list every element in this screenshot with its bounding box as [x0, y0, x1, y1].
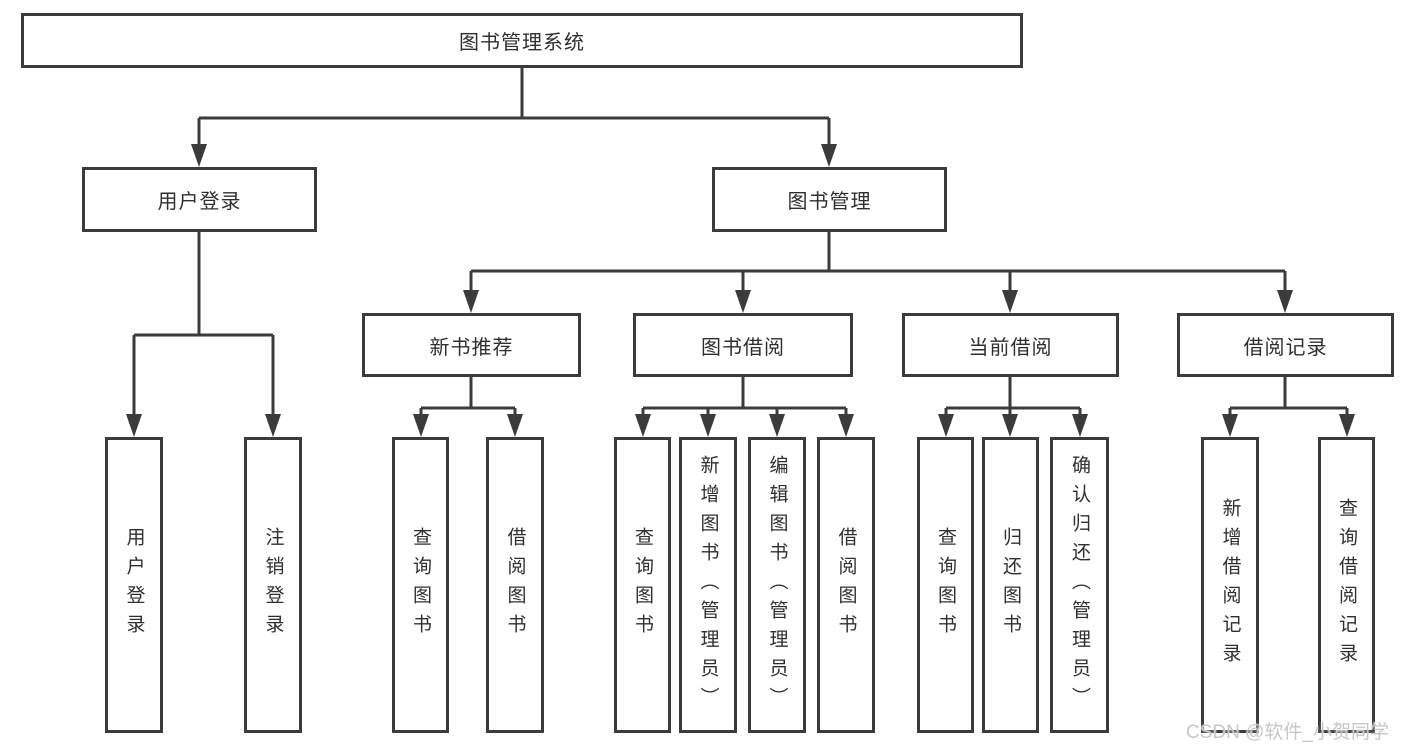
- leaf-cb-query-books: 查询图书: [917, 437, 974, 733]
- node-new-book-recommend: 新书推荐: [362, 313, 581, 377]
- node-user-login: 用户登录: [82, 167, 317, 232]
- node-book-borrowing: 图书借阅: [633, 313, 853, 377]
- leaf-cb-confirm-return-admin: 确认归还（管理员）: [1050, 437, 1109, 733]
- leaf-logout-login: 注销登录: [244, 437, 302, 733]
- leaf-bb-query-books: 查询图书: [614, 437, 671, 733]
- node-book-management: 图书管理: [712, 167, 947, 232]
- node-library-management-system: 图书管理系统: [21, 13, 1023, 68]
- leaf-nb-borrow-books: 借阅图书: [486, 437, 544, 733]
- arrowheads: [126, 144, 1355, 437]
- node-borrowing-records: 借阅记录: [1177, 313, 1394, 377]
- leaf-bb-borrow-books: 借阅图书: [817, 437, 875, 733]
- leaf-nb-query-books: 查询图书: [392, 437, 449, 733]
- leaf-br-query-record: 查询借阅记录: [1318, 437, 1375, 733]
- leaf-br-add-record: 新增借阅记录: [1201, 437, 1259, 733]
- leaf-bb-add-books-admin: 新增图书（管理员）: [679, 437, 737, 733]
- leaf-bb-edit-books-admin: 编辑图书（管理员）: [748, 437, 806, 733]
- leaf-cb-return-books: 归还图书: [982, 437, 1039, 733]
- leaf-user-login: 用户登录: [105, 437, 163, 733]
- csdn-watermark: CSDN @软件_小贺同学: [1186, 722, 1389, 743]
- node-current-borrowing: 当前借阅: [902, 313, 1119, 377]
